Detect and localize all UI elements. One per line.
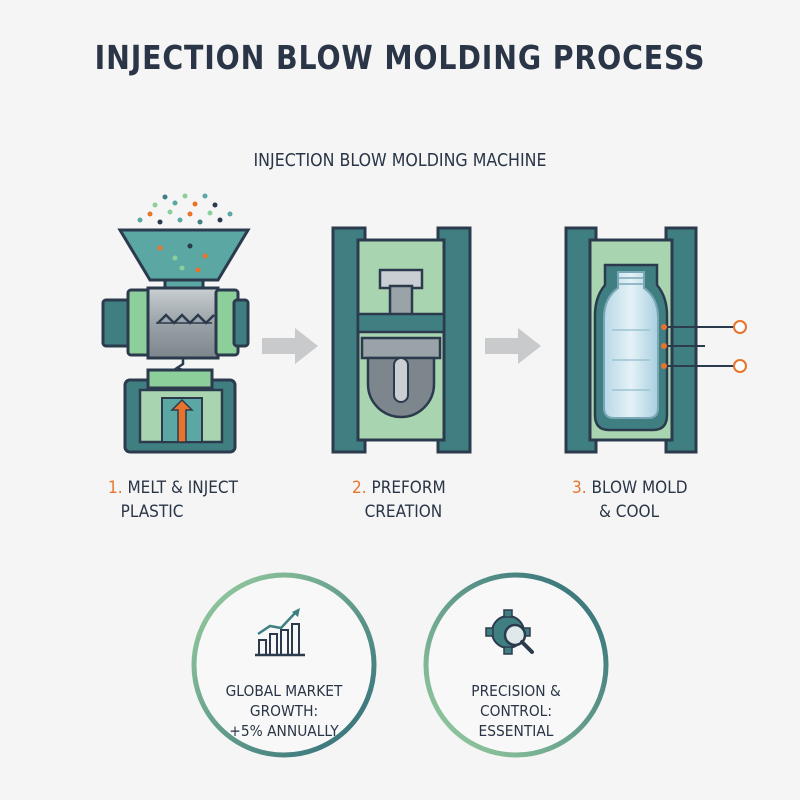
precision-value: ESSENTIAL bbox=[478, 722, 554, 740]
market-growth-value: +5% ANNUALLY bbox=[229, 722, 339, 740]
cooling-lines bbox=[661, 320, 747, 373]
melt-inject-illustration bbox=[101, 193, 251, 454]
market-growth-stat: GLOBAL MARKET GROWTH: +5% ANNUALLY bbox=[201, 681, 367, 741]
step-2-label: 2. PREFORM CREATION bbox=[352, 476, 446, 524]
precision-label: PRECISION & CONTROL: bbox=[471, 682, 561, 720]
process-arrow-icon bbox=[485, 328, 541, 364]
precision-ring bbox=[423, 572, 609, 758]
plastic-pellets bbox=[137, 193, 233, 225]
market-growth-label: GLOBAL MARKET GROWTH: bbox=[225, 682, 343, 720]
step-3-number: 3. bbox=[572, 478, 587, 498]
step-1-line2: PLASTIC bbox=[120, 502, 184, 522]
hopper bbox=[117, 228, 251, 282]
precision-stat: PRECISION & CONTROL: ESSENTIAL bbox=[433, 681, 599, 741]
market-growth-ring bbox=[191, 572, 377, 758]
page-title: INJECTION BLOW MOLDING PROCESS bbox=[94, 38, 706, 77]
step-1-label: 1. MELT & INJECT PLASTIC bbox=[108, 476, 238, 524]
process-arrow-icon bbox=[262, 328, 318, 364]
blow-mold-illustration bbox=[564, 226, 747, 454]
injection-arrow-icon bbox=[170, 398, 194, 443]
step-1-number: 1. bbox=[108, 478, 123, 498]
growth-chart-icon bbox=[255, 608, 305, 657]
step-2-line2: CREATION bbox=[364, 502, 443, 522]
preform-mold-illustration bbox=[331, 226, 472, 454]
bottle bbox=[603, 271, 659, 419]
step-2-line1: PREFORM bbox=[371, 478, 446, 498]
step-3-line2: & COOL bbox=[599, 502, 660, 522]
gear-magnifier-icon bbox=[485, 609, 534, 655]
step-2-number: 2. bbox=[352, 478, 367, 498]
machine-subtitle: INJECTION BLOW MOLDING MACHINE bbox=[253, 150, 547, 171]
step-3-label: 3. BLOW MOLD & COOL bbox=[572, 476, 688, 524]
step-1-line1: MELT & INJECT bbox=[127, 478, 238, 498]
step-3-line1: BLOW MOLD bbox=[591, 478, 688, 498]
